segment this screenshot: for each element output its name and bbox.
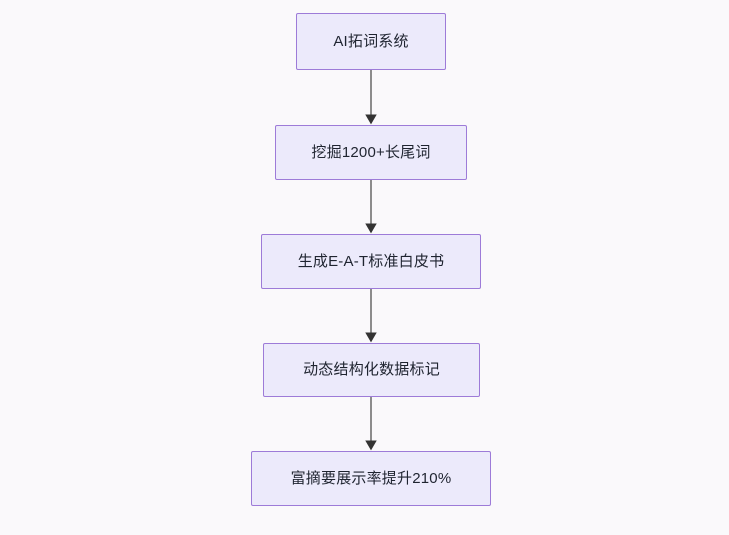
flow-node-rich-snippet-rate-increase[interactable]: 富摘要展示率提升210% (251, 451, 491, 506)
flow-node-ai-keyword-system[interactable]: AI拓词系统 (296, 13, 446, 70)
flow-node-dynamic-structured-data-markup[interactable]: 动态结构化数据标记 (263, 343, 480, 397)
flow-node-label: 生成E-A-T标准白皮书 (297, 252, 445, 270)
flow-node-label: 富摘要展示率提升210% (290, 469, 452, 487)
flow-node-label: AI拓词系统 (333, 32, 409, 50)
flow-node-generate-eat-whitepaper[interactable]: 生成E-A-T标准白皮书 (261, 234, 481, 289)
flow-node-label: 动态结构化数据标记 (303, 361, 440, 378)
flow-node-mine-longtail-keywords[interactable]: 挖掘1200+长尾词 (275, 125, 467, 180)
flow-node-label: 挖掘1200+长尾词 (311, 143, 431, 161)
